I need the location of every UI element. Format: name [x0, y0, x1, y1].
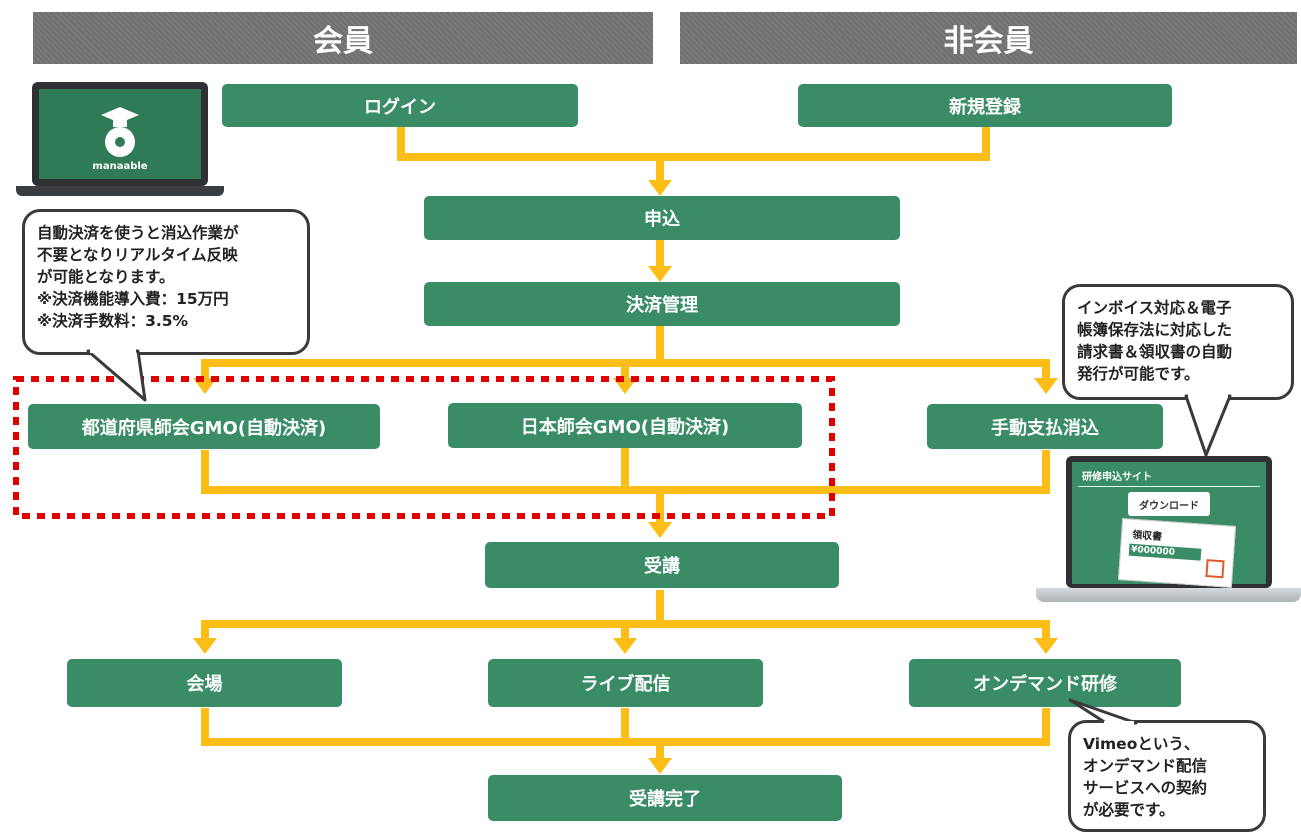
laptop-manaable: manaable [14, 80, 224, 200]
auto-payment-frame [13, 376, 835, 519]
connector-login [397, 127, 990, 161]
attend-box[interactable]: 受講 [485, 542, 839, 588]
laptop-application-site: 研修申込サイト ダウンロード 領収書 ¥000000 [1036, 456, 1301, 608]
arrow-to-attend [648, 522, 672, 538]
download-button[interactable]: ダウンロード [1128, 492, 1210, 516]
arrow-to-manual [1034, 378, 1058, 394]
venue-box[interactable]: 会場 [67, 659, 342, 707]
payment-management-box[interactable]: 決済管理 [424, 282, 900, 326]
arrow-to-apply [648, 180, 672, 196]
callout-vimeo: Vimeoという、 オンデマンド配信 サービスへの契約 が必要です。 [1068, 720, 1266, 832]
manual-payment-box[interactable]: 手動支払消込 [927, 404, 1163, 449]
login-box[interactable]: ログイン [222, 84, 578, 127]
header-non-member: 非会員 [680, 12, 1297, 64]
arrow-to-live [613, 638, 637, 654]
receipt-title: 領収書 [1131, 529, 1163, 543]
callout-invoice: インボイス対応＆電子 帳簿保存法に対応した 請求書＆領収書の自動 発行が可能です… [1062, 284, 1294, 400]
header-member: 会員 [33, 12, 653, 64]
complete-box[interactable]: 受講完了 [488, 775, 842, 821]
pref-gmo-box[interactable]: 都道府県師会GMO(自動決済) [28, 404, 380, 449]
on-demand-box[interactable]: オンデマンド研修 [909, 659, 1181, 707]
receipt-card: 領収書 ¥000000 [1117, 518, 1237, 588]
callout-auto-payment: 自動決済を使うと消込作業が 不要となりリアルタイム反映 が可能となります。 ※決… [22, 209, 310, 355]
arrow-to-payment [648, 266, 672, 282]
register-box[interactable]: 新規登録 [798, 84, 1172, 127]
japan-gmo-box[interactable]: 日本師会GMO(自動決済) [448, 403, 802, 448]
live-stream-box[interactable]: ライブ配信 [488, 659, 763, 707]
receipt-amount: ¥000000 [1128, 543, 1202, 561]
arrow-to-on-demand [1034, 638, 1058, 654]
site-title: 研修申込サイト [1082, 472, 1152, 483]
arrow-to-complete [648, 758, 672, 774]
graduation-cap-icon [101, 107, 139, 157]
arrow-to-venue [193, 638, 217, 654]
manaable-logo-text: manaable [92, 161, 148, 172]
stamp-icon [1205, 559, 1225, 579]
apply-box[interactable]: 申込 [424, 196, 900, 240]
